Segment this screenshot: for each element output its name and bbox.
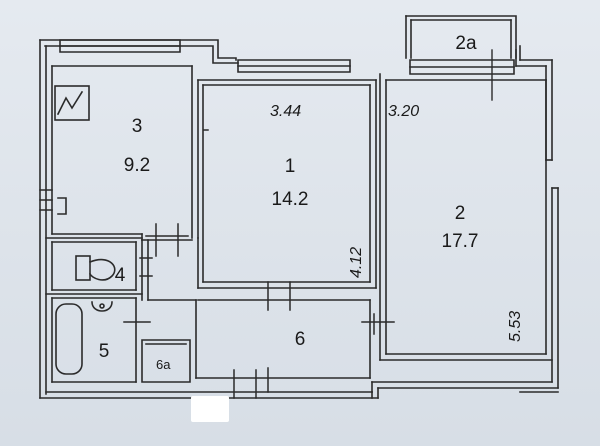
room-1-number: 1 (284, 156, 296, 177)
room-2-area: 17.7 (441, 231, 479, 252)
room-4-walls (45, 237, 143, 295)
door-marks (123, 129, 395, 399)
room-1-area: 14.2 (271, 189, 309, 210)
room-4-number: 4 (114, 265, 126, 286)
room-1-depth-dimension: 4.12 (348, 246, 365, 278)
room-6-walls (141, 239, 371, 379)
room-6-number: 6 (294, 329, 306, 350)
room-6a-walls (141, 339, 191, 383)
room-2-depth-dimension: 5.53 (507, 310, 524, 342)
room-2a-number: 2a (455, 33, 477, 54)
room-2-walls (379, 79, 553, 361)
room-2-number: 2 (454, 203, 466, 224)
room-5-walls (51, 297, 137, 383)
room-3-area: 9.2 (123, 155, 151, 176)
windows (59, 39, 515, 101)
room-1-width-dimension: 3.44 (270, 103, 302, 120)
balcony-2a (405, 15, 517, 59)
room-1-walls (197, 73, 387, 361)
room-6a-number: 6a (156, 357, 171, 372)
room-2-width-dimension: 3.20 (388, 103, 420, 120)
room-3-number: 3 (131, 116, 143, 137)
room-3-walls (39, 65, 199, 241)
room-5-number: 5 (98, 341, 110, 362)
white-sticker (191, 396, 229, 422)
